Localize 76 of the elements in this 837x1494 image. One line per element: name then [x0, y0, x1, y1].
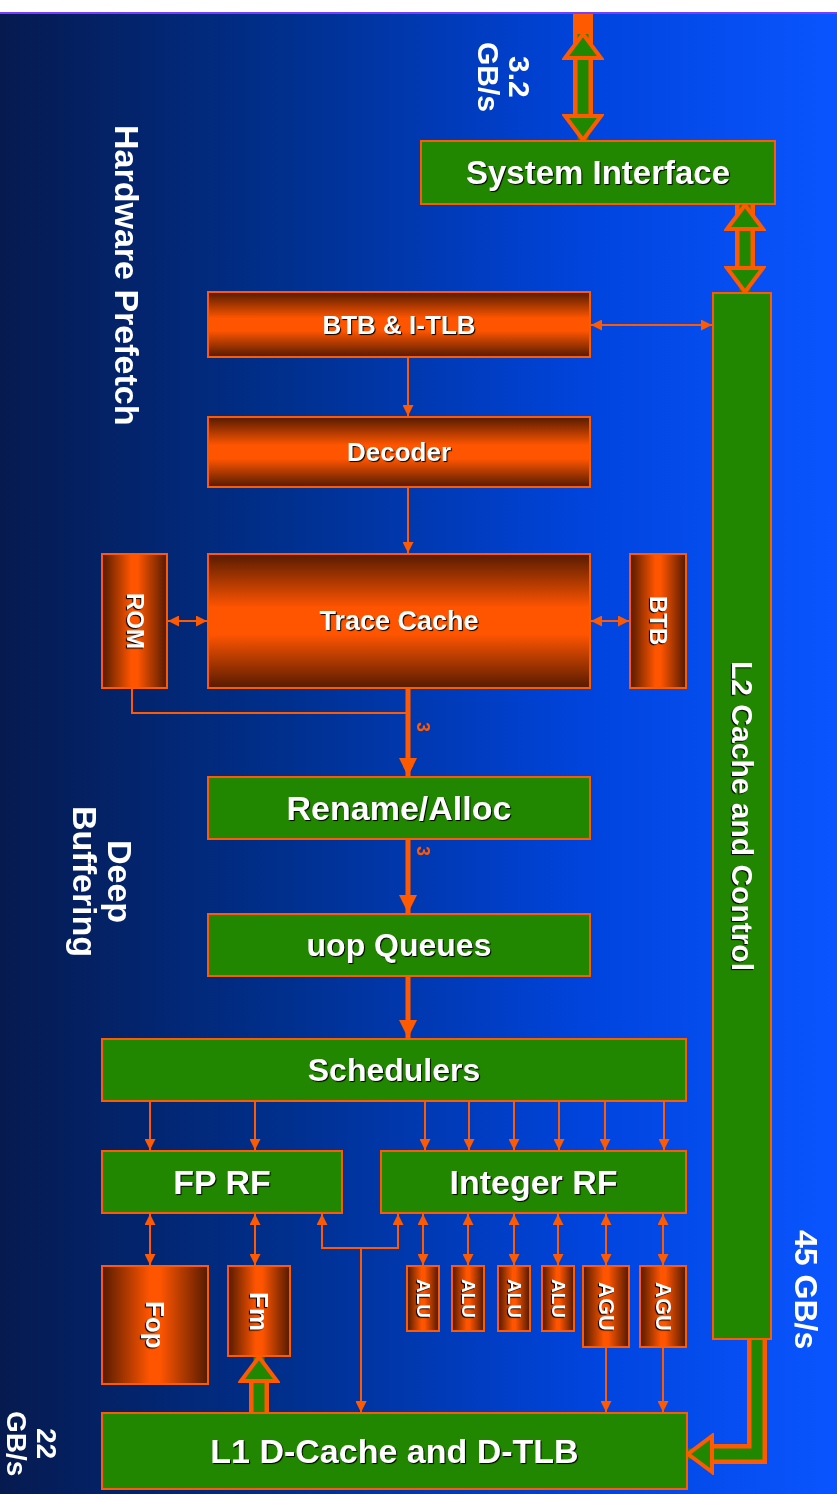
block-label: Fop — [142, 1301, 168, 1349]
arrow — [249, 1101, 261, 1151]
frontend-block — [207, 553, 591, 689]
execution-unit-block — [629, 553, 687, 689]
arrow — [600, 1347, 612, 1413]
block-label: AGU — [652, 1282, 674, 1331]
block-label: L2 Cache and Control — [727, 660, 757, 971]
arrow — [462, 1213, 474, 1266]
unit-block — [207, 776, 591, 840]
execution-unit-block — [406, 1265, 440, 1332]
unit-block — [101, 1038, 687, 1102]
arrow — [600, 1213, 612, 1266]
arrow — [590, 615, 630, 627]
execution-unit-block — [639, 1265, 687, 1348]
unit-block — [101, 1412, 688, 1490]
edge-label: 3 — [414, 846, 432, 856]
execution-unit-block — [497, 1265, 531, 1332]
block-label: L1 D-Cache and D-TLB — [210, 1434, 579, 1468]
arrow — [417, 1213, 429, 1266]
unit-block — [420, 140, 776, 205]
edge-label: 3 — [414, 722, 432, 732]
bandwidth-note: Deep Buffering — [66, 805, 138, 960]
block-label: Decoder — [346, 439, 451, 465]
block-label: ALU — [413, 1278, 433, 1319]
block-label: System Interface — [465, 156, 731, 189]
execution-unit-block — [101, 553, 168, 689]
arrow — [399, 840, 417, 913]
arrow — [552, 1213, 564, 1266]
bandwidth-note: 45 GB/s — [788, 1229, 822, 1352]
block-label: BTB — [646, 596, 670, 646]
block-label: Integer RF — [449, 1165, 618, 1199]
arrow — [399, 977, 417, 1038]
unit-block — [712, 292, 772, 1340]
frontend-block — [207, 416, 591, 488]
block-label: ALU — [458, 1278, 478, 1319]
execution-unit-block — [582, 1265, 630, 1348]
arrow — [599, 1101, 611, 1151]
block-label: Fm — [246, 1291, 272, 1331]
block-label: Schedulers — [307, 1054, 481, 1086]
frontend-block — [207, 291, 591, 358]
unit-block — [207, 913, 591, 977]
execution-unit-block — [227, 1265, 291, 1357]
arrow — [144, 1101, 156, 1151]
execution-unit-block — [541, 1265, 575, 1332]
arrow — [463, 1101, 475, 1151]
arrow — [167, 615, 208, 627]
block-label: Trace Cache — [319, 607, 479, 635]
arrow — [399, 689, 417, 776]
arrow — [402, 487, 414, 554]
execution-unit-block — [101, 1265, 209, 1385]
block-label: FP RF — [173, 1165, 271, 1199]
arrow — [657, 1347, 669, 1413]
unit-block — [380, 1150, 687, 1214]
arrow — [553, 1101, 565, 1151]
bandwidth-note: 3.2 GB/s — [472, 41, 535, 114]
arrow — [402, 357, 414, 417]
arrow — [658, 1101, 670, 1151]
block-label: ROM — [122, 593, 147, 649]
arrow — [508, 1213, 520, 1266]
arrow — [144, 1213, 156, 1266]
bandwidth-note: Hardware Prefetch — [108, 123, 144, 428]
arrow — [657, 1213, 669, 1266]
block-label: BTB & I-TLB — [322, 311, 476, 338]
arrow — [249, 1213, 261, 1266]
arrow — [590, 319, 713, 331]
block-label: Rename/Alloc — [286, 791, 512, 825]
unit-block — [101, 1150, 343, 1214]
block-label: uop Queues — [306, 929, 492, 961]
arrow — [508, 1101, 520, 1151]
execution-unit-block — [451, 1265, 485, 1332]
block-label: ALU — [548, 1278, 568, 1319]
block-label: AGU — [595, 1282, 617, 1331]
block-label: ALU — [504, 1278, 524, 1319]
arrow — [355, 1213, 404, 1413]
bandwidth-note: 22 GB/s — [2, 1410, 61, 1479]
arrow — [419, 1101, 431, 1151]
